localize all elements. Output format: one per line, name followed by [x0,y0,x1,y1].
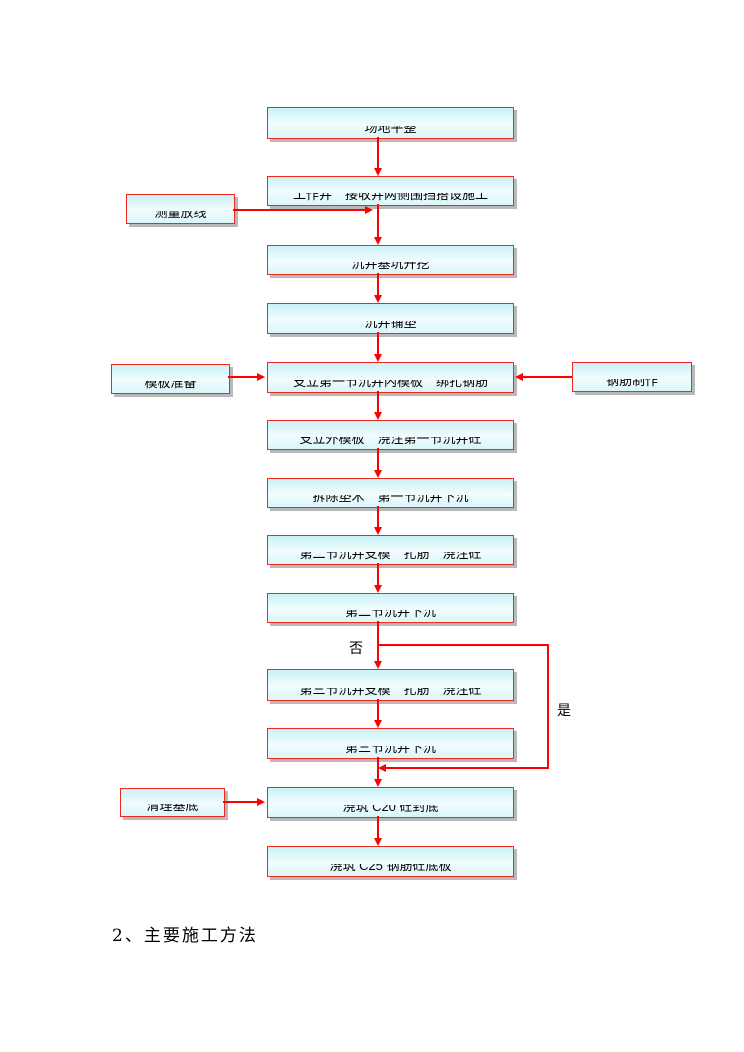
connector-6-7 [377,448,379,470]
side-box-label: 钢筋制作 [605,379,658,388]
arrow-down-head [374,470,382,478]
flow-step-sink-section-3: 第三节沉井下沉 [267,728,514,759]
flow-step-label: 支立外模板 浇注第一节沉井砼 [299,437,482,446]
side-box-label: 清理基底 [146,804,199,813]
arrow-down-head [374,838,382,846]
flow-step-c25-base-slab: 浇筑 C25 钢筋砼底板 [267,846,514,877]
arrow-down-head [374,237,382,245]
connector-2-3 [377,204,379,237]
arrow-down-head [374,720,382,728]
connector-7-8 [377,506,379,527]
flow-step-label: 场地平整 [364,126,417,135]
connector-formwork [228,376,257,378]
side-box-survey-layout: 测量放线 [126,194,235,224]
arrow-left-head [515,373,523,381]
connector-12-13 [377,816,379,838]
connector-9-10 [377,621,379,661]
arrow-right-head [257,798,265,806]
arrow-down-head [374,779,382,787]
arrow-left-head [378,764,386,772]
branch-label-no: 否 [349,640,363,656]
flow-step-c20-bottom-seal: 浇筑 C20 砼封底 [267,787,514,818]
connector-3-4 [377,273,379,295]
flow-step-label: 第三节沉井下沉 [344,746,436,755]
side-box-formwork-prep: 模板准备 [111,364,230,394]
flow-step-section-3-form-pour: 第三节沉井支模 扎筋 浇注砼 [267,669,514,701]
flow-step-sink-section-1: 拆除垫木 第一节沉井下沉 [267,478,514,508]
arrow-down-head [374,585,382,593]
bypass-line-bottom [386,767,548,769]
branch-label-yes: 是 [557,702,571,718]
flow-step-label: 拆除垫木 第一节沉井下沉 [312,495,469,504]
connector-10-11 [377,699,379,720]
arrow-right-head [365,206,373,214]
connector-rebar [523,376,572,378]
flow-step-label: 第二节沉井下沉 [344,610,436,619]
side-box-base-cleaning: 清理基底 [120,788,225,817]
arrow-down-head [374,412,382,420]
arrow-down-head [374,295,382,303]
flow-step-pit-excavation: 沉井基坑开挖 [267,245,514,275]
flow-step-label: 支立第一节沉井内模板 绑扎钢筋 [292,380,488,389]
arrow-right-head [257,373,265,381]
flow-step-section-2-form-pour: 第二节沉井支模 扎筋 浇注砼 [267,535,514,565]
side-box-label: 模板准备 [144,381,197,390]
flow-step-caisson-bedding: 沉井铺垫 [267,303,514,334]
flow-step-label: 沉井铺垫 [364,321,417,330]
side-box-label: 测量放线 [154,211,207,220]
bypass-line-right [547,644,549,769]
connector-cleaning [223,801,257,803]
connector-5-6 [377,391,379,412]
connector-8-9 [377,563,379,585]
flow-step-label: 浇筑 C20 砼封底 [342,805,439,814]
flow-step-label: 工作井 接收井两侧围挡搭设施工 [292,193,488,202]
flow-step-label: 第三节沉井支模 扎筋 浇注砼 [299,688,482,697]
flow-step-well-enclosure: 工作井 接收井两侧围挡搭设施工 [267,176,514,206]
section-heading: 2、主要施工方法 [112,926,258,946]
flow-step-sink-section-2: 第二节沉井下沉 [267,593,514,623]
arrow-down-head [374,527,382,535]
flow-step-site-leveling: 场地平整 [267,107,514,139]
arrow-down-head [374,661,382,669]
connector-survey [233,209,365,211]
arrow-down-head [374,354,382,362]
flow-step-outer-formwork-pour-1: 支立外模板 浇注第一节沉井砼 [267,420,514,450]
connector-4-5 [377,332,379,354]
flow-step-inner-formwork-rebar: 支立第一节沉井内模板 绑扎钢筋 [267,362,514,393]
side-box-rebar-fabrication: 钢筋制作 [572,362,692,392]
connector-1-2 [377,137,379,168]
arrow-down-head [374,168,382,176]
flow-step-label: 第二节沉井支模 扎筋 浇注砼 [299,552,482,561]
flow-step-label: 沉井基坑开挖 [351,262,430,271]
flow-step-label: 浇筑 C25 钢筋砼底板 [329,864,452,873]
bypass-line-top [377,644,549,646]
